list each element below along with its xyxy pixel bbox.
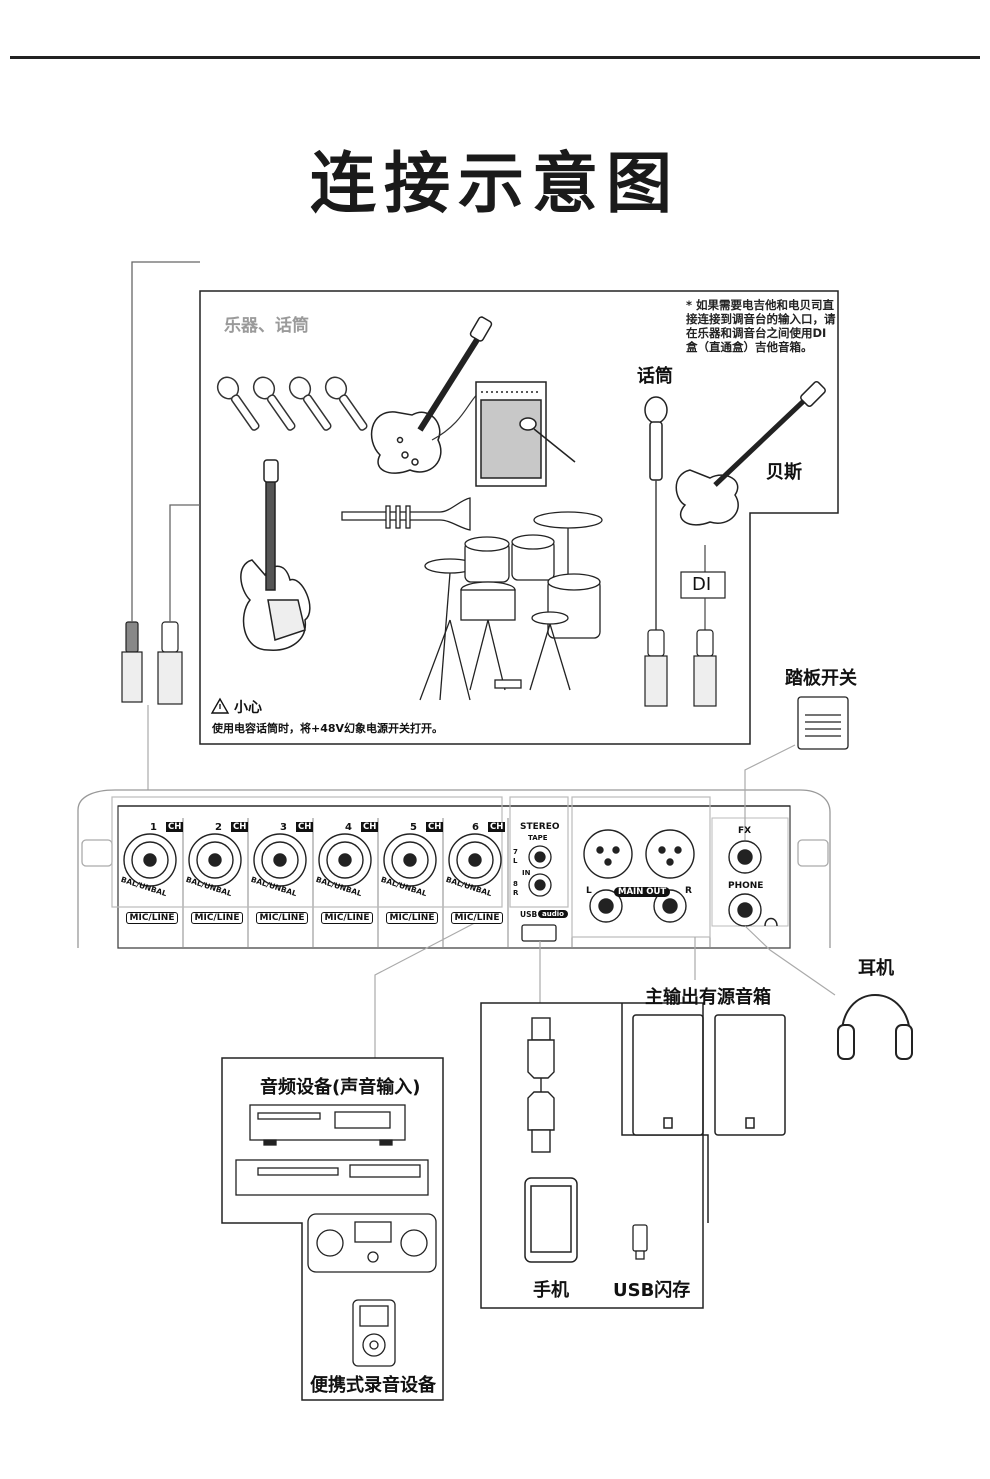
main-out-left-label: L <box>586 886 592 896</box>
headphones-label: 耳机 <box>858 958 894 979</box>
channel-4-number: 4 <box>345 822 352 833</box>
instruments-heading: 乐器、话筒 <box>224 316 309 336</box>
phone-label: 手机 <box>533 1280 569 1301</box>
bass-guitar <box>675 381 826 526</box>
pedal-label: 踏板开关 <box>785 668 857 689</box>
usb-devices-box <box>480 1002 704 1309</box>
radio-device <box>307 1213 437 1273</box>
channel-3-number: 3 <box>280 822 287 833</box>
usb-port <box>521 924 557 942</box>
fx-group-highlight <box>711 817 789 927</box>
main-out-jacks <box>583 829 695 923</box>
input-8-side: R <box>513 889 519 897</box>
headphones <box>837 994 913 1060</box>
input-7-side: L <box>513 857 518 865</box>
channel-6-tag: CH <box>488 822 506 832</box>
drum-kit <box>419 511 603 701</box>
channel-1-number: 1 <box>150 822 157 833</box>
channel-2-mic-line-switch[interactable]: MIC/LINE <box>191 912 243 924</box>
channel-group-highlight <box>111 796 503 908</box>
tape-label: TAPE <box>528 834 548 842</box>
headphone-line <box>744 925 836 996</box>
speakers-label: 主输出有源音箱 <box>645 987 771 1008</box>
dvd-player <box>235 1159 429 1196</box>
channel-6-mic-line-switch[interactable]: MIC/LINE <box>451 912 503 924</box>
channel-3-mic-line-switch[interactable]: MIC/LINE <box>256 912 308 924</box>
usb-text: USB <box>520 910 538 919</box>
main-out-label: MAIN OUT <box>614 887 671 897</box>
stand-mic <box>644 396 668 630</box>
strat-guitar <box>240 459 311 651</box>
usb-audio-badge: audio <box>538 910 568 918</box>
usb-flash-icon <box>632 1224 648 1260</box>
mic-label: 话筒 <box>637 366 673 387</box>
ipod-device <box>352 1299 396 1367</box>
warning-icon <box>210 697 230 714</box>
channel-1-mic-line-switch[interactable]: MIC/LINE <box>126 912 178 924</box>
left-cable-2 <box>169 504 200 622</box>
audio-device-line <box>374 914 491 1058</box>
rca-jacks <box>528 845 552 897</box>
channel-2-number: 2 <box>215 822 222 833</box>
caution-text: 使用电容话筒时，将+48V幻象电源开关打开。 <box>212 722 444 735</box>
fx-label: FX <box>738 826 752 836</box>
channel-3-tag: CH <box>296 822 314 832</box>
combo-jacks <box>123 833 502 887</box>
audio-devices-label: 音频设备(声音输入) <box>260 1077 421 1098</box>
usb-flash-label: USB闪存 <box>613 1280 691 1301</box>
xlr-connectors <box>121 621 717 707</box>
bass-label: 贝斯 <box>766 462 802 483</box>
channel-5-mic-line-switch[interactable]: MIC/LINE <box>386 912 438 924</box>
channel-5-number: 5 <box>410 822 417 833</box>
usb-cable <box>527 1017 555 1153</box>
headphone-small-icon <box>764 917 778 927</box>
channel-1-tag: CH <box>166 822 184 832</box>
left-cable-1 <box>131 261 200 622</box>
channel-5-tag: CH <box>426 822 444 832</box>
input-8-number: 8 <box>513 880 518 888</box>
electric-guitar <box>370 316 493 474</box>
portable-label: 便携式录音设备 <box>310 1375 436 1396</box>
di-box <box>680 571 726 599</box>
di-note: * 如果需要电吉他和电贝司直接连接到调音台的输入口，请在乐器和调音台之间使用DI… <box>686 298 836 354</box>
top-rule <box>10 56 980 59</box>
channel-6-number: 6 <box>472 822 479 833</box>
channel-4-tag: CH <box>361 822 379 832</box>
input-7-number: 7 <box>513 848 518 856</box>
speakers <box>632 1014 786 1136</box>
instruments-box <box>199 290 839 745</box>
fx-phone-jacks <box>728 840 762 927</box>
phone-icon <box>524 1177 578 1263</box>
audio-devices-box <box>221 1057 444 1401</box>
stereo-label: STEREO <box>520 822 560 832</box>
trumpet <box>341 497 471 531</box>
channel-4-mic-line-switch[interactable]: MIC/LINE <box>321 912 373 924</box>
main-out-right-label: R <box>685 886 692 896</box>
stereo-group-highlight <box>509 796 569 908</box>
mic-group <box>216 376 368 431</box>
guitar-amp <box>475 381 576 487</box>
cd-player <box>249 1104 406 1146</box>
page-title: 连接示意图 <box>310 145 680 222</box>
tape-in-label: IN <box>522 869 531 877</box>
di-box-label: DI <box>692 574 712 595</box>
caution-title: 小心 <box>234 700 262 716</box>
mainout-group-highlight <box>571 796 711 938</box>
pedal-switch <box>797 696 849 750</box>
channel-2-tag: CH <box>231 822 249 832</box>
pedal-line <box>744 744 796 840</box>
phone-jack-label: PHONE <box>728 881 764 891</box>
